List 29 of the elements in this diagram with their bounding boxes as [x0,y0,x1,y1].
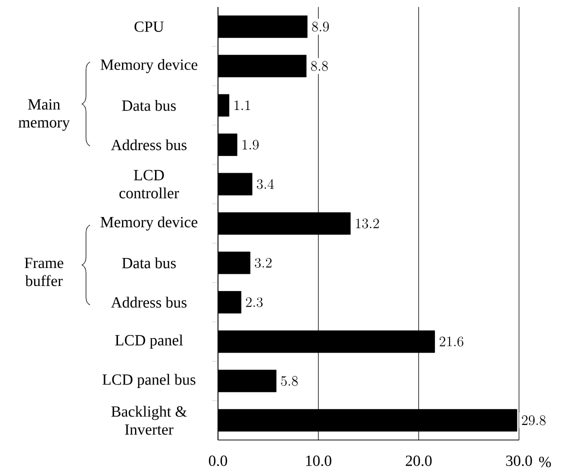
y-tick-label: Address bus [111,139,187,150]
data-label: 1 . 1 [234,100,250,110]
group-label: Main memory [18,99,70,131]
y-tick-label: Address bus [111,296,187,308]
data-label: 13.2 [356,218,379,228]
data-label: 8.8 [311,61,328,71]
x-tick-label: 30.0 [506,456,532,466]
y-tick-label: Data bus [122,100,176,111]
group-label: Frame buffer [24,258,64,286]
x-axis-title: % [539,456,551,468]
data-label: 5.8 [281,376,298,386]
data-label: 3.4 [256,179,274,190]
y-tick-label: Memory device [100,216,198,231]
data-label: 21 .6 [440,336,464,347]
y-tick-label: Backlight & Inverter [111,406,187,435]
y-tick-label: LCD controller [119,170,179,198]
data-label: 29.8 [522,415,546,426]
y-tick-label: CPU [134,21,164,32]
data-label: 8.9 [312,22,329,32]
data-label: 3.2 [254,258,272,268]
x-tick-label: 10.0 [306,456,332,466]
x-tick-label: 20.0 [406,456,432,466]
data-label: 1 .9 [242,140,259,150]
y-tick-label: Data bus [122,257,176,268]
data-label: 2.3 [246,297,263,308]
y-tick-label: LCD panel bus [102,374,196,388]
y-tick-label: Memory device [100,59,198,74]
x-tick-label: 0.0 [208,456,228,466]
y-tick-label: LCD panel [115,334,183,349]
